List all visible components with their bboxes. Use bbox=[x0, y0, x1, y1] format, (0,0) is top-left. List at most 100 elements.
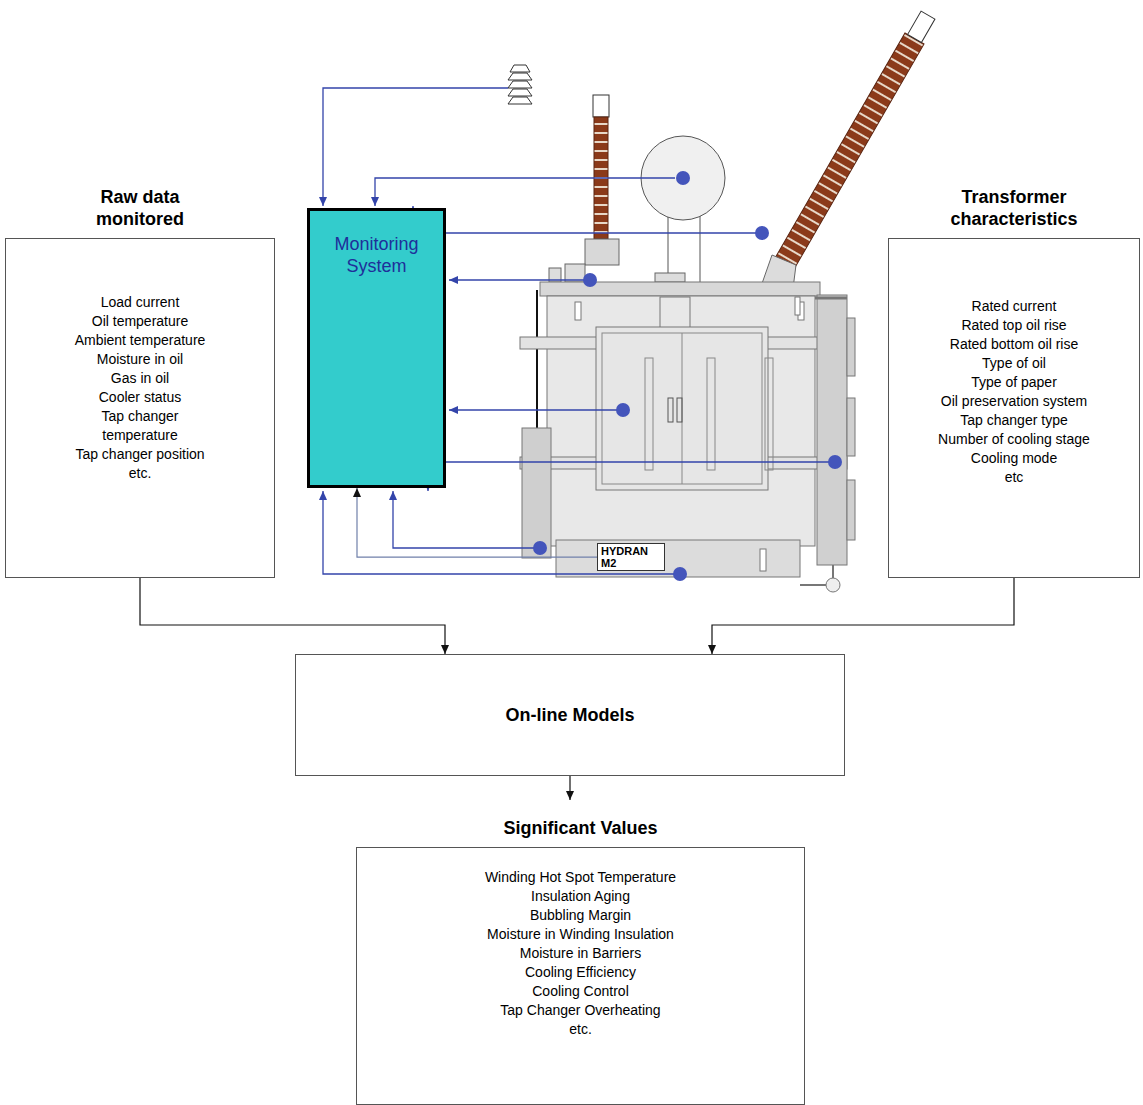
list-item: Insulation Aging bbox=[421, 887, 741, 906]
tank-cover bbox=[540, 282, 820, 296]
list-item: Ambient temperature bbox=[64, 331, 216, 350]
left-radiator bbox=[522, 428, 551, 558]
characteristics-box: Transformer characteristicsRated current… bbox=[888, 185, 1140, 578]
slot bbox=[795, 297, 800, 315]
sensor-dot bbox=[673, 567, 687, 581]
list-item: Oil temperature bbox=[64, 312, 216, 331]
bushing-base bbox=[585, 239, 619, 265]
box-heading: Significant Values bbox=[503, 817, 657, 839]
pipe bbox=[815, 297, 847, 300]
list-item: Cooling mode bbox=[914, 449, 1114, 468]
list: Winding Hot Spot TemperatureInsulation A… bbox=[421, 868, 741, 1039]
node-label: On-line Models bbox=[505, 705, 634, 726]
hv-bushing-cap bbox=[908, 11, 935, 42]
results-box: Significant ValuesWinding Hot Spot Tempe… bbox=[356, 800, 805, 1105]
list-item: Tap changer position bbox=[64, 445, 216, 464]
tank-body bbox=[547, 296, 815, 546]
connector-arrow bbox=[712, 578, 1014, 654]
list-item: Number of cooling stage bbox=[914, 430, 1114, 449]
node-label: HYDRAN M2 bbox=[601, 545, 651, 569]
list-item: Rated current bbox=[914, 297, 1114, 316]
list-item: Oil preservation system bbox=[914, 392, 1114, 411]
list-item: Moisture in oil bbox=[64, 350, 216, 369]
models-box: On-line Models bbox=[295, 654, 845, 776]
pipe bbox=[800, 584, 826, 586]
slot bbox=[760, 549, 766, 571]
hv-bushing bbox=[774, 10, 938, 271]
node-label: Monitoring System bbox=[322, 233, 432, 277]
sensor-dot bbox=[533, 541, 547, 555]
bushing-cap bbox=[593, 95, 609, 117]
box-heading-area: Raw data monitored bbox=[5, 185, 275, 238]
connector-arrow bbox=[569, 776, 570, 800]
sensor-wire bbox=[449, 409, 623, 410]
conservator-leg bbox=[700, 215, 701, 283]
box-heading: Transformer characteristics bbox=[934, 186, 1094, 230]
sensor-wire bbox=[413, 206, 760, 233]
list-frame: Rated currentRated top oil riseRated bot… bbox=[888, 238, 1140, 578]
connector-arrow bbox=[357, 488, 597, 557]
list-item: etc. bbox=[64, 464, 216, 483]
list-item: Cooler status bbox=[64, 388, 216, 407]
sensor-wire bbox=[323, 491, 680, 574]
list: Rated currentRated top oil riseRated bot… bbox=[914, 297, 1114, 487]
sensor-wire bbox=[428, 462, 835, 491]
valve bbox=[826, 578, 840, 592]
box-heading-area: Transformer characteristics bbox=[888, 185, 1140, 238]
list-item: Tap changer type bbox=[914, 411, 1114, 430]
handle bbox=[677, 398, 682, 422]
list-item: Rated top oil rise bbox=[914, 316, 1114, 335]
sensor-dot bbox=[616, 403, 630, 417]
list-item: Tap Changer Overheating bbox=[421, 1001, 741, 1020]
list-item: Type of paper bbox=[914, 373, 1114, 392]
box-heading: Raw data monitored bbox=[60, 186, 220, 230]
list-item: Moisture in Barriers bbox=[421, 944, 741, 963]
door-panel bbox=[765, 358, 773, 470]
sensor-wire bbox=[375, 178, 675, 206]
list-item: Winding Hot Spot Temperature bbox=[421, 868, 741, 887]
list-frame: Load currentOil temperatureAmbient tempe… bbox=[5, 238, 275, 578]
sensor-wire bbox=[449, 279, 590, 280]
sensor-dot bbox=[828, 455, 842, 469]
lightning-arrester bbox=[508, 65, 532, 104]
fin bbox=[847, 480, 855, 540]
door-panel bbox=[707, 358, 715, 470]
hv-bushing-body bbox=[774, 33, 924, 271]
list-item: Gas in oil bbox=[64, 369, 216, 388]
door-panel bbox=[645, 358, 653, 470]
handle bbox=[668, 398, 673, 422]
list-item: Tap changer temperature bbox=[64, 407, 216, 445]
pipe bbox=[536, 290, 538, 428]
sensor-dot bbox=[583, 273, 597, 287]
list-item: etc bbox=[914, 468, 1114, 487]
list: Load currentOil temperatureAmbient tempe… bbox=[64, 293, 216, 483]
sensor-wire bbox=[393, 491, 540, 548]
pipe bbox=[832, 565, 834, 578]
slot bbox=[575, 302, 581, 320]
sensor-dots bbox=[533, 171, 842, 581]
sensor-dot bbox=[676, 171, 690, 185]
list-item: Bubbling Margin bbox=[421, 906, 741, 925]
list-item: Cooling Control bbox=[421, 982, 741, 1001]
right-radiator bbox=[817, 295, 847, 565]
fin bbox=[847, 398, 855, 456]
list-item: Type of oil bbox=[914, 354, 1114, 373]
list-item: etc. bbox=[421, 1020, 741, 1039]
connector-arrow bbox=[140, 578, 445, 654]
sensor-dot bbox=[755, 226, 769, 240]
fitting bbox=[565, 264, 585, 282]
sensor-box: HYDRAN M2 bbox=[597, 543, 665, 571]
list-item: Moisture in Winding Insulation bbox=[421, 925, 741, 944]
box-heading-area: Significant Values bbox=[356, 800, 805, 847]
sensor-wire bbox=[323, 88, 508, 206]
fin bbox=[847, 318, 855, 376]
doors bbox=[596, 327, 768, 490]
fitting bbox=[655, 273, 685, 282]
list-frame: Winding Hot Spot TemperatureInsulation A… bbox=[356, 847, 805, 1105]
list-item: Rated bottom oil rise bbox=[914, 335, 1114, 354]
monitoring-box: Monitoring System bbox=[307, 208, 446, 488]
list-item: Load current bbox=[64, 293, 216, 312]
input-list-box: Raw data monitoredLoad currentOil temper… bbox=[5, 185, 275, 578]
list-item: Cooling Efficiency bbox=[421, 963, 741, 982]
